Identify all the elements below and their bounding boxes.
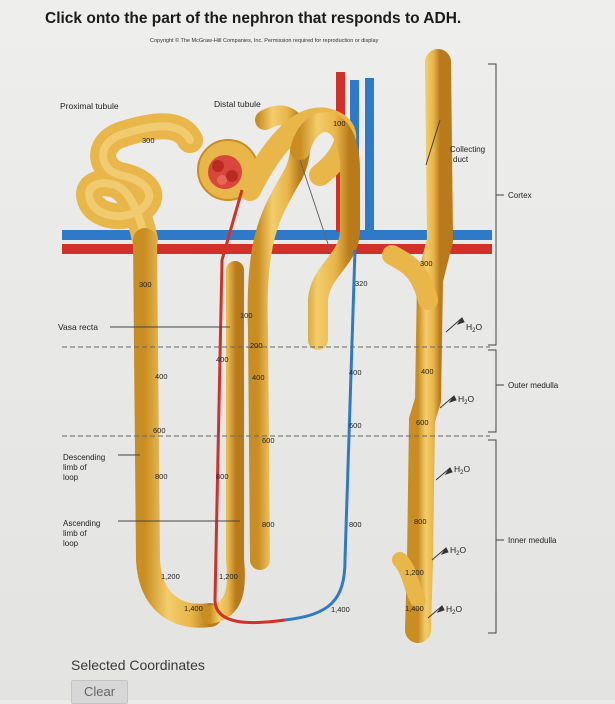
svg-text:loop: loop	[63, 539, 79, 548]
osmolarity-distal: 100 200 400 600 800	[240, 311, 275, 529]
horizontal-vessels	[62, 230, 492, 254]
descending-limb[interactable]	[133, 228, 222, 628]
copyright-notice: Copyright © The McGraw-Hill Companies, I…	[150, 38, 379, 44]
svg-text:400: 400	[216, 355, 229, 364]
collecting-duct-lower-branch[interactable]	[392, 552, 426, 608]
svg-text:600: 600	[416, 418, 429, 427]
label-collecting-duct-1: Collecting	[450, 145, 485, 154]
svg-text:600: 600	[153, 426, 166, 435]
svg-text:300: 300	[139, 280, 152, 289]
svg-text:100: 100	[240, 311, 253, 320]
h2o-labels: H2O H2O H2O H2O H2O	[446, 322, 482, 616]
label-cortex: Cortex	[508, 191, 532, 200]
label-descending-limb: Descending limb of loop	[63, 453, 105, 482]
svg-text:1,200: 1,200	[161, 572, 180, 581]
svg-text:Ascending: Ascending	[63, 519, 100, 528]
label-ascending-limb: Ascending limb of loop	[63, 519, 100, 548]
svg-text:H2O: H2O	[466, 322, 482, 334]
horizontal-artery	[62, 244, 492, 254]
region-brackets	[488, 63, 504, 634]
osmolarity-duct: 300 400 600 800 1,200 1,400	[405, 259, 434, 613]
svg-text:300: 300	[420, 259, 433, 268]
vein-vertical-b	[365, 78, 374, 240]
ascending-limb[interactable]	[201, 261, 245, 624]
svg-text:limb of: limb of	[63, 463, 87, 472]
svg-text:Descending: Descending	[63, 453, 105, 462]
proximal-tubule-highlight	[85, 122, 194, 244]
svg-text:loop: loop	[63, 473, 79, 482]
svg-text:1,400: 1,400	[184, 604, 203, 613]
svg-text:800: 800	[216, 472, 229, 481]
osmolarity-descending: 300 300 400 600 800 1,200 1,400	[139, 136, 203, 613]
svg-text:1,200: 1,200	[219, 572, 238, 581]
svg-text:800: 800	[155, 472, 168, 481]
svg-text:H2O: H2O	[454, 464, 470, 476]
label-inner-medulla: Inner medulla	[508, 536, 557, 545]
svg-text:400: 400	[252, 373, 265, 382]
svg-text:400: 400	[349, 368, 362, 377]
svg-text:1,400: 1,400	[331, 605, 350, 614]
label-vasa-recta: Vasa recta	[58, 322, 98, 332]
svg-text:320: 320	[355, 279, 368, 288]
connecting-tubule[interactable]	[290, 112, 360, 350]
svg-text:200: 200	[250, 341, 263, 350]
svg-text:800: 800	[414, 517, 427, 526]
svg-text:H2O: H2O	[450, 545, 466, 557]
svg-text:1,400: 1,400	[405, 604, 424, 613]
svg-text:600: 600	[262, 436, 275, 445]
svg-text:400: 400	[421, 367, 434, 376]
selected-coordinates-label: Selected Coordinates	[71, 657, 205, 673]
leader-lines	[110, 119, 441, 522]
svg-text:H2O: H2O	[458, 394, 474, 406]
water-arrows	[427, 317, 465, 619]
label-outer-medulla: Outer medulla	[508, 381, 559, 390]
collecting-duct-branch[interactable]	[382, 245, 438, 310]
clear-button[interactable]: Clear	[71, 680, 128, 704]
label-collecting-duct-2: duct	[453, 155, 469, 164]
svg-text:limb of: limb of	[63, 529, 87, 538]
vasa-recta-artery[interactable]	[213, 189, 286, 625]
zone-boundaries	[62, 346, 490, 437]
svg-text:300: 300	[142, 136, 155, 145]
vasa-recta-vein[interactable]	[284, 249, 357, 622]
question-text: Click onto the part of the nephron that …	[45, 10, 462, 27]
osmolarity-ascending: 400 800 1,200	[216, 355, 238, 581]
svg-text:H2O: H2O	[446, 604, 462, 616]
svg-text:600: 600	[349, 421, 362, 430]
vessel-connector-line	[299, 159, 331, 251]
label-distal-tubule: Distal tubule	[214, 99, 261, 109]
osmolarity-vasa: 100 320 400 600 800 1,400	[331, 119, 368, 614]
svg-text:400: 400	[155, 372, 168, 381]
svg-text:800: 800	[349, 520, 362, 529]
svg-text:100: 100	[333, 119, 346, 128]
label-proximal-tubule: Proximal tubule	[60, 101, 119, 111]
horizontal-vein	[62, 230, 492, 240]
svg-text:800: 800	[262, 520, 275, 529]
collecting-duct[interactable]	[405, 49, 454, 643]
svg-text:1,200: 1,200	[405, 568, 424, 577]
